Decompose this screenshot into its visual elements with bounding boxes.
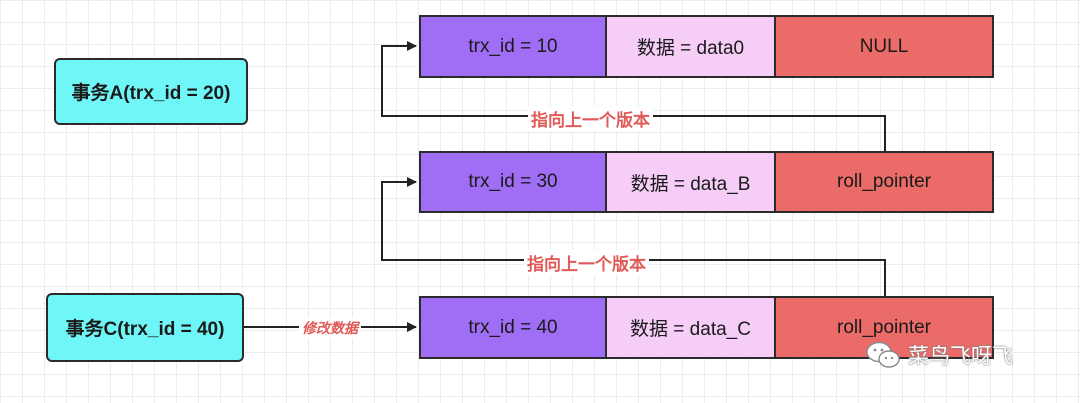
version-1-trx-cell: trx_id = 10 [419,15,607,78]
version-2-data-cell: 数据 = data_B [605,151,776,213]
version-1-pointer-cell: NULL [774,15,994,78]
wechat-icon [866,341,900,368]
rollback-arrow-lower [381,177,886,296]
watermark-text: 菜鸟飞呀飞 [908,345,1013,368]
edge-label-prev-version-lower: 指向上一个版本 [524,250,649,275]
version-1-data-cell: 数据 = data0 [605,15,776,78]
edge-label-modify: 修改数据 [299,318,361,338]
version-2-trx-cell: trx_id = 30 [419,151,607,213]
version-3-pointer-cell: roll_pointer [774,296,994,359]
edge-label-prev-version-upper: 指向上一个版本 [528,106,653,131]
transaction-a-box: 事务A(trx_id = 20) [54,58,248,125]
watermark: 菜鸟飞呀飞 [866,340,1013,370]
version-3-data-cell: 数据 = data_C [605,296,776,359]
rollback-arrow-upper [381,41,886,151]
version-3-trx-cell: trx_id = 40 [419,296,607,359]
version-2-pointer-cell: roll_pointer [774,151,994,213]
transaction-c-box: 事务C(trx_id = 40) [46,293,244,362]
